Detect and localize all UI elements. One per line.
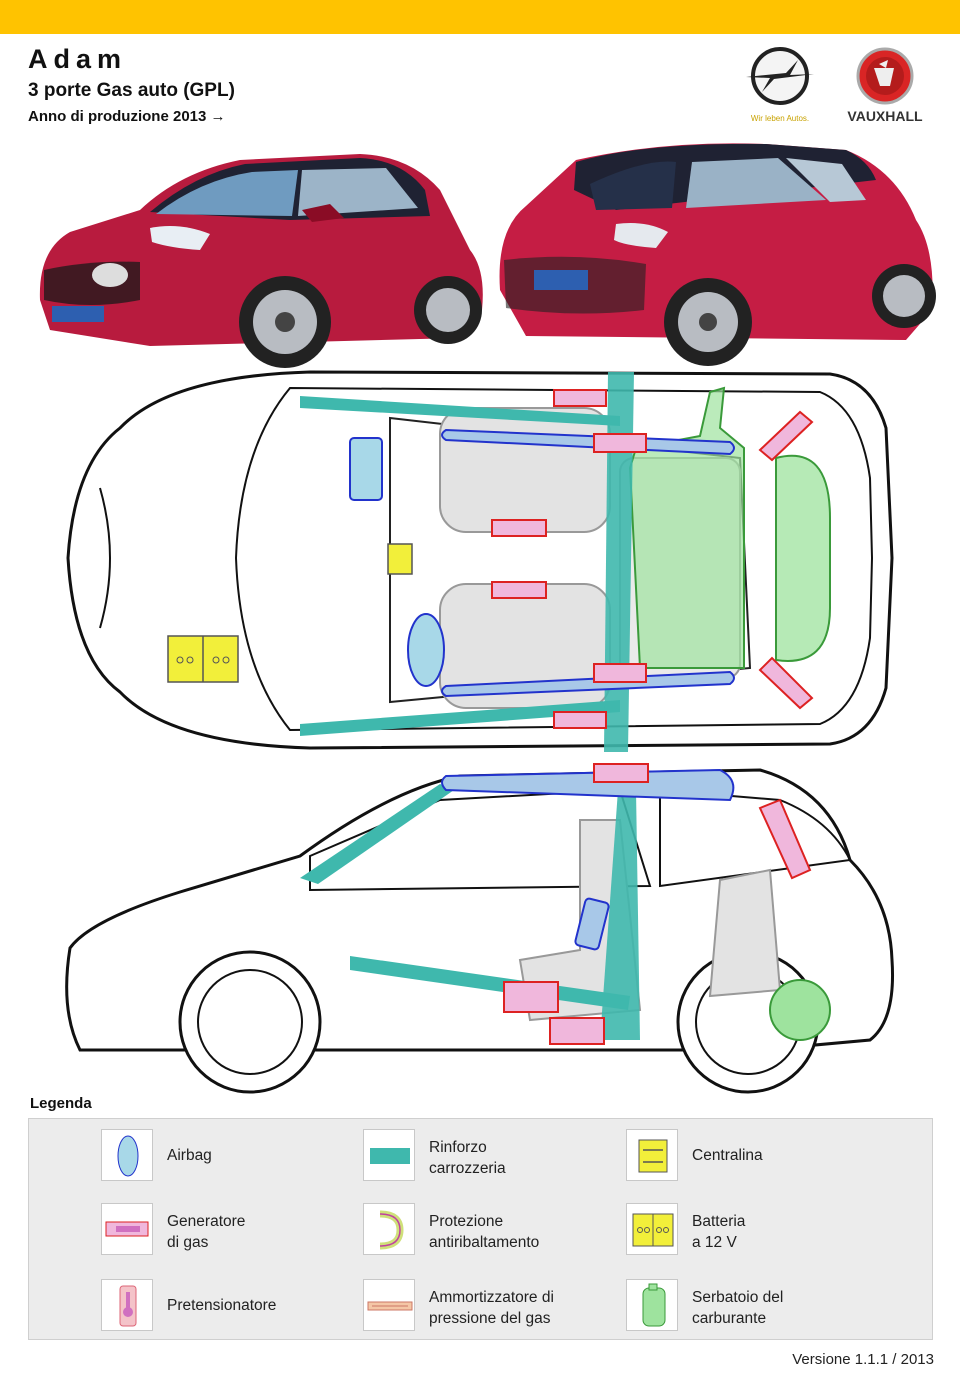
fuel-tank-icon bbox=[626, 1279, 678, 1331]
page-title: Adam bbox=[28, 44, 128, 74]
legend-item-control-unit: Centralina bbox=[626, 1129, 888, 1185]
version-label: Versione 1.1.1 / 2013 bbox=[792, 1351, 934, 1368]
legend-item-body-reinforcement: Rinforzo carrozzeria bbox=[363, 1129, 625, 1185]
production-year: Anno di produzione 2013 → bbox=[28, 108, 226, 125]
legend-item-battery: Batteria a 12 V bbox=[626, 1203, 888, 1259]
legend-item-pretensioner: Pretensionatore bbox=[101, 1279, 363, 1335]
diagram-side-view bbox=[60, 760, 900, 1101]
legend-label: Batteria a 12 V bbox=[692, 1213, 746, 1251]
legend-item-gas-generator: Generatore di gas bbox=[101, 1203, 363, 1259]
accent-bar bbox=[0, 0, 960, 34]
car-photo-front bbox=[30, 150, 486, 373]
legend-label: Serbatoio del carburante bbox=[692, 1289, 784, 1327]
legend-label: Ammortizzatore di pressione del gas bbox=[429, 1289, 554, 1327]
car-photo-rear bbox=[496, 140, 936, 373]
rollover-protection-icon bbox=[363, 1203, 415, 1255]
legend-label: Centralina bbox=[692, 1147, 763, 1164]
legend-title: Legenda bbox=[30, 1095, 92, 1112]
legend-label: Pretensionatore bbox=[167, 1297, 277, 1314]
opel-slogan: Wir leben Autos. bbox=[751, 114, 809, 123]
vauxhall-logo: VAUXHALL bbox=[832, 46, 938, 126]
diagram-top-view bbox=[60, 368, 900, 757]
legend-item-fuel-tank: Serbatoio del carburante bbox=[626, 1279, 888, 1335]
legend-label: Airbag bbox=[167, 1147, 212, 1164]
vauxhall-wordmark: VAUXHALL bbox=[847, 108, 923, 124]
gas-generator-icon bbox=[101, 1203, 153, 1255]
airbag-icon bbox=[101, 1129, 153, 1181]
opel-logo: Wir leben Autos. bbox=[740, 46, 820, 126]
control-unit-icon bbox=[626, 1129, 678, 1181]
legend: Airbag Rinforzo carrozzeria Centralina G… bbox=[28, 1118, 933, 1340]
legend-label: Generatore di gas bbox=[167, 1213, 246, 1251]
legend-item-airbag: Airbag bbox=[101, 1129, 363, 1185]
page-subtitle: 3 porte Gas auto (GPL) bbox=[28, 80, 235, 101]
body-reinforcement-icon bbox=[363, 1129, 415, 1181]
legend-item-rollover-protection: Protezione antiribaltamento bbox=[363, 1203, 625, 1259]
legend-label: Rinforzo carrozzeria bbox=[429, 1139, 506, 1177]
pretensioner-icon bbox=[101, 1279, 153, 1331]
legend-label: Protezione antiribaltamento bbox=[429, 1213, 540, 1251]
legend-item-gas-strut: Ammortizzatore di pressione del gas bbox=[363, 1279, 625, 1335]
battery-icon bbox=[626, 1203, 678, 1255]
gas-strut-icon bbox=[363, 1279, 415, 1331]
